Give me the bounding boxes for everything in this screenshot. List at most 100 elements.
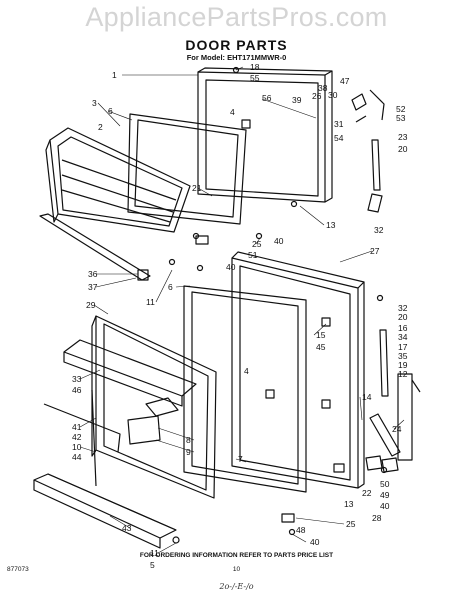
leader-line: [313, 323, 327, 336]
leader-line: [97, 102, 121, 127]
callout-label: 17: [398, 342, 408, 352]
callout-label: 8: [186, 435, 191, 445]
callout-label: 55: [250, 73, 260, 83]
callout-label: 20: [398, 144, 408, 154]
leader-line: [107, 110, 133, 121]
page-title: DOOR PARTS: [185, 37, 288, 53]
callout-label: 6: [168, 282, 173, 292]
leader-line: [197, 187, 213, 197]
leader-line: [109, 515, 131, 529]
ordering-note: FOR ORDERING INFORMATION REFER TO PARTS …: [139, 552, 334, 559]
callout-label: 48: [296, 525, 306, 535]
callout-label: 51: [248, 250, 258, 260]
watermark: AppliancePartsPros.com: [85, 2, 388, 32]
bottom-door-shelf: [33, 473, 177, 549]
callout-label: 42: [72, 432, 82, 442]
callout-label: 18: [250, 62, 260, 72]
dairy-shelf: [63, 339, 197, 407]
callout-label: 30: [328, 90, 338, 100]
leader-line: [155, 439, 195, 453]
leader-line: [79, 417, 97, 428]
callout-label: 40: [310, 537, 320, 547]
fresh-food-door-panel: [91, 315, 217, 499]
leader-line: [95, 277, 137, 288]
callout-label: 32: [398, 303, 408, 313]
callout-label: 1: [112, 70, 117, 80]
fasteners: [168, 66, 388, 544]
callout-label: 4: [230, 107, 235, 117]
freezer-door-panel: [45, 127, 191, 233]
freezer-door-liner: [197, 67, 333, 203]
leader-line: [339, 250, 373, 263]
handwritten-note: 2o-/-E-/o: [219, 582, 254, 591]
leader-line: [235, 458, 247, 463]
callout-label: 2: [98, 122, 103, 132]
leader-line: [261, 98, 317, 119]
callout-label: 22: [362, 488, 372, 498]
callout-label: 43: [122, 523, 132, 533]
callout-label: 28: [372, 513, 382, 523]
callout-label: 44: [72, 452, 82, 462]
callout-label: 41: [72, 422, 82, 432]
callout-label: 13: [344, 499, 354, 509]
callout-label: 33: [72, 374, 82, 384]
leader-line: [79, 369, 101, 380]
callout-label: 34: [398, 332, 408, 342]
upper-hinge-parts: [351, 89, 385, 213]
callout-label: 46: [72, 385, 82, 395]
leader-line: [79, 446, 97, 453]
lower-hinge-parts: [365, 329, 421, 473]
callout-label: 26: [312, 91, 322, 101]
callout-label: 32: [374, 225, 384, 235]
callout-label: 37: [88, 282, 98, 292]
callout-label: 39: [292, 95, 302, 105]
callout-label: 38: [318, 83, 328, 93]
callout-label: 24: [392, 424, 402, 434]
callout-label: 45: [316, 342, 326, 352]
leader-line: [175, 285, 191, 288]
callout-label: 40: [226, 262, 236, 272]
callout-label: 50: [380, 479, 390, 489]
callout-label: 35: [398, 351, 408, 361]
freezer-door-gasket: [127, 113, 247, 225]
callout-label: 52: [396, 104, 406, 114]
callout-label: 54: [334, 133, 344, 143]
callout-label: 40: [274, 236, 284, 246]
freezer-shelf-bar: [39, 213, 151, 281]
callout-label: 47: [340, 76, 350, 86]
callout-label: 12: [398, 369, 408, 379]
butter-compartment: [127, 397, 179, 445]
callout-label: 36: [88, 269, 98, 279]
callout-label: 56: [262, 93, 272, 103]
callout-label: 21: [192, 183, 202, 193]
callout-label: 20: [398, 312, 408, 322]
leader-line: [295, 517, 345, 525]
callout-label: 19: [398, 360, 408, 370]
callout-label: 25: [252, 239, 262, 249]
leader-line: [93, 304, 109, 315]
fresh-food-door-gasket: [183, 285, 307, 493]
leader-line: [235, 66, 244, 71]
callout-label: 29: [86, 300, 96, 310]
leader-line: [157, 427, 195, 441]
callout-label: 31: [334, 119, 344, 129]
callout-label: 14: [362, 392, 372, 402]
callout-label: 6: [108, 106, 113, 116]
callout-label: 40: [380, 501, 390, 511]
callout-label: 9: [186, 447, 191, 457]
drawing-code: 877073: [7, 566, 29, 573]
page-number: 10: [232, 566, 241, 573]
callout-label: 11: [146, 297, 155, 307]
leader-line: [291, 533, 307, 543]
leader-line: [155, 269, 173, 303]
callout-label: 3: [92, 98, 97, 108]
callout-label: 27: [370, 246, 380, 256]
callout-label: 10: [72, 442, 82, 452]
door-shelf-rail: [43, 389, 121, 487]
callout-label: 49: [380, 490, 390, 500]
callout-label: 13: [326, 220, 336, 230]
leader-line: [299, 205, 325, 226]
callout-label: 25: [346, 519, 356, 529]
callout-label: 16: [398, 323, 408, 333]
